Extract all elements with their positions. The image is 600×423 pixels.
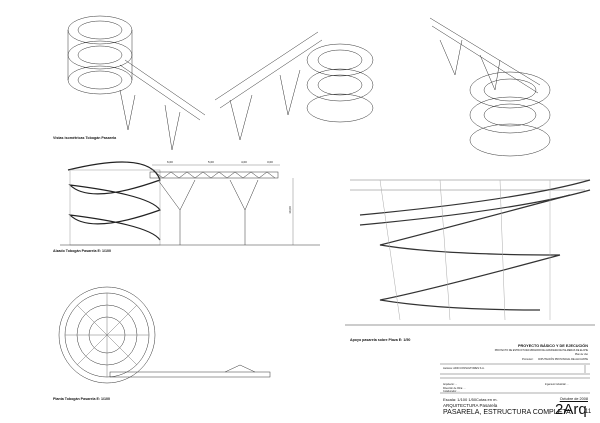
authors: Autores: ADD CONSULTORES S.A. [443,367,485,370]
isometric-view-1 [67,15,206,151]
sheet-title: PASARELA, ESTRUCTURA COMPLETA [443,409,571,416]
project-title: PROYECTO BÁSICO Y DE EJECUCIÓN [517,344,588,348]
plan-label: Planta Tobogán Pasarela E: 1/100 [53,397,111,401]
support-view [345,179,595,326]
support-label: Apoyo pasarela sobre Plaza E: 1/50 [350,338,411,342]
promoter-label: Promotor: [522,358,534,361]
architect: Arquitecto: ... [443,383,458,386]
title-block-frame [440,363,590,394]
sheet-number: 11 [585,409,592,415]
dimension-2: 5,00 [208,160,214,164]
discipline: ARQUITECTURA Pasarela [443,403,498,408]
isometric-view-2 [214,31,374,141]
elevation-view [60,161,320,246]
dimension-3: 4,00 [241,160,247,164]
engineer: Ingeniero Industrial: ... [545,383,569,386]
collaborator-1: Dirección de Obra: ... [443,387,466,390]
dimension-4: 3,00 [267,160,273,164]
dimension-1: 6,00 [167,160,173,164]
units: Cotas en m. [476,397,498,402]
height-dimension: 10,00 [287,206,292,214]
project-subtitle-2: Plan de Uso [574,353,588,356]
isometric-label: Vistas isométricas Tobogán Pasarela [53,136,117,140]
date: Octubre de 2008 [559,397,588,401]
plan-view [58,286,271,384]
isometric-view-3 [429,17,551,157]
promoter: DIPUTACIÓN PROVINCIAL DE ALICANTE [538,358,588,361]
project-subtitle: PROYECTO DE ESTRUCTURA MIRADOR DE ALBUFE… [494,349,588,352]
sheet-code: 2Arq [555,401,587,418]
scale: Escala: 1/100 1/50 [443,397,477,402]
collaborator-2: Colaborador: ... [443,390,460,393]
elevation-label: Alzado Tobogán Pasarela E: 1/100 [53,249,112,253]
